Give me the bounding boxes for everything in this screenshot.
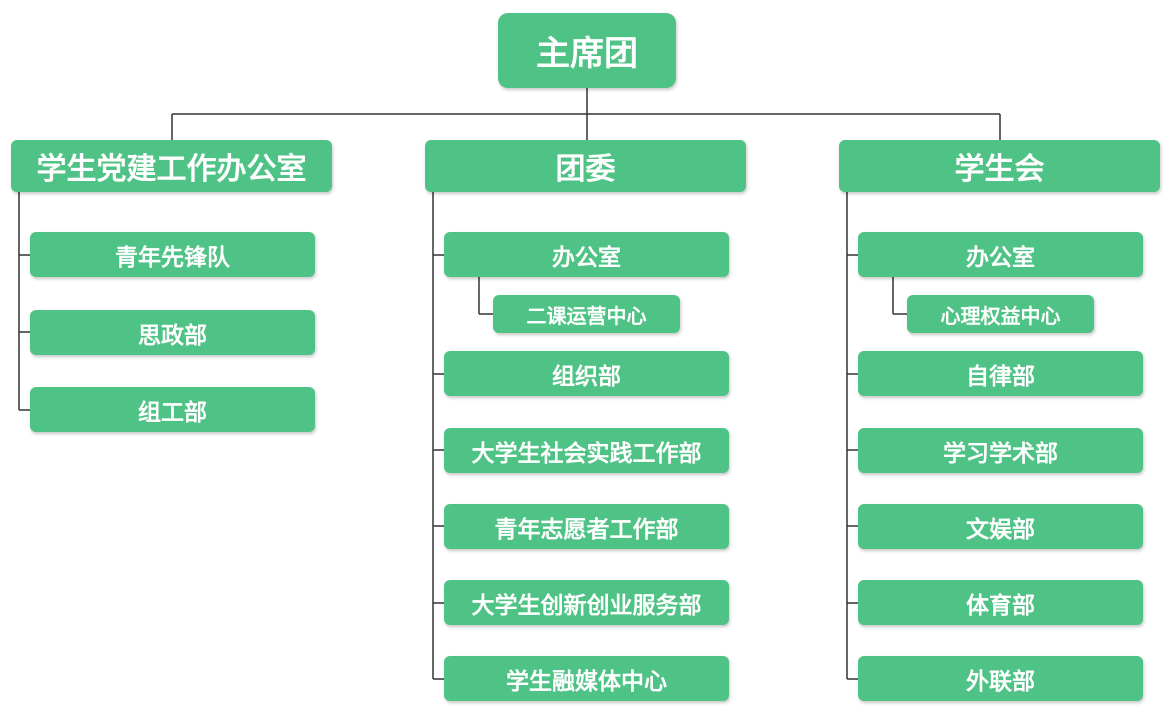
dept-node: 青年志愿者工作部 [444, 504, 729, 549]
dept-node: 文娱部 [858, 504, 1143, 549]
dept-node: 自律部 [858, 351, 1143, 396]
dept-node: 办公室 [858, 232, 1143, 277]
dept-node: 大学生社会实践工作部 [444, 428, 729, 473]
branch-node-student-union: 学生会 [839, 140, 1160, 192]
dept-node: 组工部 [30, 387, 315, 432]
root-node: 主席团 [498, 13, 676, 88]
dept-node: 大学生创新创业服务部 [444, 580, 729, 625]
dept-node: 体育部 [858, 580, 1143, 625]
branch-node-party-building-office: 学生党建工作办公室 [11, 140, 332, 192]
dept-node: 青年先锋队 [30, 232, 315, 277]
dept-node: 学生融媒体中心 [444, 656, 729, 701]
dept-node: 外联部 [858, 656, 1143, 701]
dept-node: 办公室 [444, 232, 729, 277]
branch-node-youth-league: 团委 [425, 140, 746, 192]
dept-node: 学习学术部 [858, 428, 1143, 473]
dept-node: 组织部 [444, 351, 729, 396]
sub-dept-node: 心理权益中心 [907, 295, 1094, 333]
dept-node: 思政部 [30, 310, 315, 355]
sub-dept-node: 二课运营中心 [493, 295, 680, 333]
